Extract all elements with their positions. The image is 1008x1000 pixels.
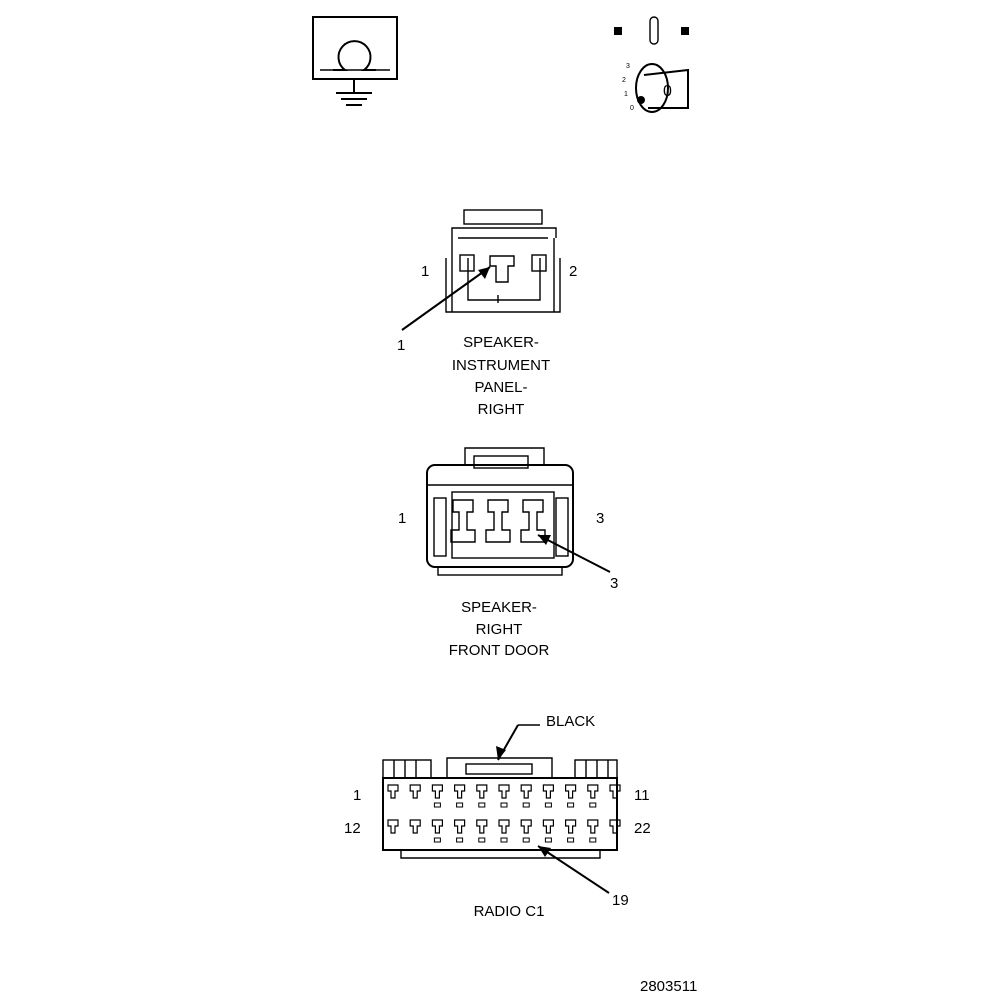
- door-title-line-2: RIGHT: [476, 621, 523, 638]
- ip-title-line-1: SPEAKER-: [463, 334, 539, 351]
- ignition-switch-icon: 3 2 1 0 0: [614, 16, 689, 113]
- radio-pin-cavity: [520, 784, 532, 808]
- radio-pin-cavity: [609, 784, 621, 799]
- radio-pin-cavity: [587, 819, 599, 843]
- radio-pin-cavity: [387, 819, 399, 834]
- radio-pin-cavity: [431, 819, 443, 843]
- radio-pin-cavity: [409, 784, 421, 799]
- connector-speaker-right-front-door: 1 3 3 SPEAKER- RIGHT FRONT DOOR: [398, 447, 618, 659]
- radio-pin-22-label: 22: [634, 820, 651, 837]
- figure-number: 2803511: [640, 978, 697, 995]
- door-callout-label: 3: [610, 575, 618, 592]
- radio-pin-cavity: [542, 819, 554, 843]
- radio-pin-cavity: [476, 784, 488, 808]
- radio-pin-cavity: [498, 819, 510, 843]
- door-title-line-1: SPEAKER-: [461, 599, 537, 616]
- ignition-position-3: 3: [626, 63, 630, 70]
- radio-title: RADIO C1: [474, 903, 545, 920]
- door-pin-right-label: 3: [596, 510, 604, 527]
- radio-pin-1-label: 1: [353, 787, 361, 804]
- radio-pin-cavity: [454, 819, 466, 843]
- radio-pin-cavity: [476, 819, 488, 843]
- ip-callout-label: 1: [397, 337, 405, 354]
- radio-pin-cavity: [520, 819, 532, 843]
- radio-pin-cavity: [498, 784, 510, 808]
- ip-title-line-4: RIGHT: [478, 401, 525, 418]
- ignition-position-0: 0: [630, 105, 634, 112]
- radio-pin-cavity: [387, 784, 399, 799]
- radio-pin-cavity: [565, 819, 577, 843]
- key-label: 0: [663, 83, 672, 100]
- radio-callout-label: 19: [612, 892, 629, 909]
- ip-pin-left-label: 1: [421, 263, 429, 280]
- ip-pin-right-label: 2: [569, 263, 577, 280]
- radio-pin-grid: [387, 784, 621, 843]
- radio-pin-cavity: [454, 784, 466, 808]
- radio-pin-cavity: [565, 784, 577, 808]
- ignition-position-2: 2: [622, 77, 626, 84]
- ip-title-line-3: PANEL-: [474, 379, 527, 396]
- radio-pin-cavity: [587, 784, 599, 808]
- connector-radio-c1: BLACK 1 11 12 22 19 RADIO C1: [344, 713, 651, 920]
- ip-title-line-2: INSTRUMENT: [452, 357, 550, 374]
- ignition-position-1: 1: [624, 91, 628, 98]
- radio-pin-cavity: [542, 784, 554, 808]
- radio-pin-cavity: [609, 819, 621, 834]
- connector-speaker-ip-right: 1 2 1 SPEAKER- INSTRUMENT PANEL- RIGHT: [397, 209, 577, 418]
- radio-pin-11-label: 11: [634, 787, 650, 804]
- radio-pin-cavity: [431, 784, 443, 808]
- ground-symbol-icon: [312, 16, 398, 106]
- radio-color-label: BLACK: [546, 713, 595, 730]
- door-pin-left-label: 1: [398, 510, 406, 527]
- radio-pin-12-label: 12: [344, 820, 361, 837]
- door-title-line-3: FRONT DOOR: [449, 642, 550, 659]
- radio-pin-cavity: [409, 819, 421, 834]
